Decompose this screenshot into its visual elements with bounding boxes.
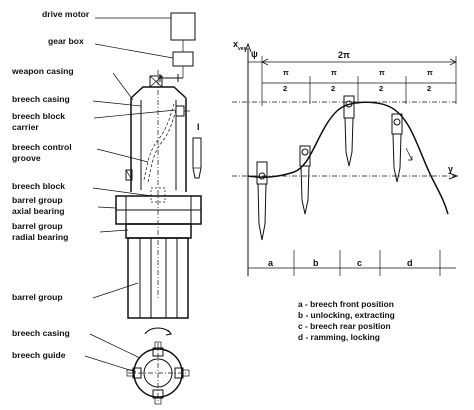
label-barrel-group-radial-1: barrel group bbox=[12, 221, 63, 231]
rotation-arrow-icon bbox=[144, 327, 172, 335]
x-axis-label: y bbox=[448, 164, 453, 174]
leader-lines bbox=[84, 17, 177, 373]
barrel-group-shape bbox=[127, 237, 189, 319]
cartridge-d bbox=[391, 113, 403, 183]
radial-bearing-shape bbox=[125, 223, 192, 239]
weapon-drawing bbox=[115, 12, 202, 405]
motion-curve bbox=[247, 101, 449, 215]
label-barrel-group-axial-2: axial bearing bbox=[12, 206, 65, 216]
cartridge-a bbox=[256, 161, 268, 241]
y-axis-sub-label: ves bbox=[238, 46, 247, 52]
label-breech-casing-2: breech casing bbox=[12, 328, 70, 338]
legend-item-c: c - breech rear position bbox=[298, 321, 391, 331]
label-breech-guide: breech guide bbox=[12, 350, 66, 360]
pi-num-1: π bbox=[283, 68, 289, 77]
cartridge-b bbox=[299, 145, 311, 215]
y-axis-label: x bbox=[233, 39, 238, 49]
half-den-4: 2 bbox=[427, 84, 431, 93]
control-groove-shape bbox=[143, 103, 175, 181]
label-barrel-group: barrel group bbox=[12, 292, 63, 302]
pi-num-4: π bbox=[427, 68, 433, 77]
label-breech-block-carrier-1: breech block bbox=[12, 111, 66, 121]
label-barrel-group-axial-1: barrel group bbox=[12, 195, 63, 205]
drive-motor-shape bbox=[170, 12, 196, 41]
segment-a-label: a bbox=[268, 258, 274, 268]
segment-c-label: c bbox=[357, 258, 362, 268]
gear-box-shape bbox=[172, 51, 194, 67]
half-den-3: 2 bbox=[379, 84, 383, 93]
label-breech-block: breech block bbox=[12, 181, 66, 191]
label-gear-box: gear box bbox=[48, 36, 84, 46]
motion-graph bbox=[232, 42, 459, 276]
label-breech-block-carrier-2: carrier bbox=[12, 122, 39, 132]
psi-label: ψ bbox=[251, 49, 258, 59]
legend-item-b: b - unlocking, extracting bbox=[298, 310, 395, 320]
small-arrow-label: I bbox=[197, 122, 200, 132]
label-breech-casing: breech casing bbox=[12, 94, 70, 104]
label-drive-motor: drive motor bbox=[42, 9, 90, 19]
half-den-2: 2 bbox=[331, 84, 335, 93]
pi-num-2: π bbox=[331, 68, 337, 77]
cartridge-side-shape bbox=[192, 137, 202, 179]
pi-num-3: π bbox=[379, 68, 385, 77]
half-den-1: 2 bbox=[283, 84, 287, 93]
label-breech-control-groove-1: breech control bbox=[12, 142, 72, 152]
segment-d-label: d bbox=[407, 258, 413, 268]
label-weapon-casing: weapon casing bbox=[12, 66, 74, 76]
segment-b-label: b bbox=[313, 258, 319, 268]
label-barrel-group-radial-2: radial bearing bbox=[12, 232, 69, 242]
cartridge-c bbox=[343, 95, 355, 167]
two-pi-label: 2π bbox=[338, 50, 350, 60]
label-breech-control-groove-2: groove bbox=[12, 153, 41, 163]
weapon-casing-shape bbox=[130, 86, 187, 192]
legend-item-d: d - ramming, locking bbox=[298, 332, 380, 342]
legend-item-a: a - breech front position bbox=[298, 299, 394, 309]
